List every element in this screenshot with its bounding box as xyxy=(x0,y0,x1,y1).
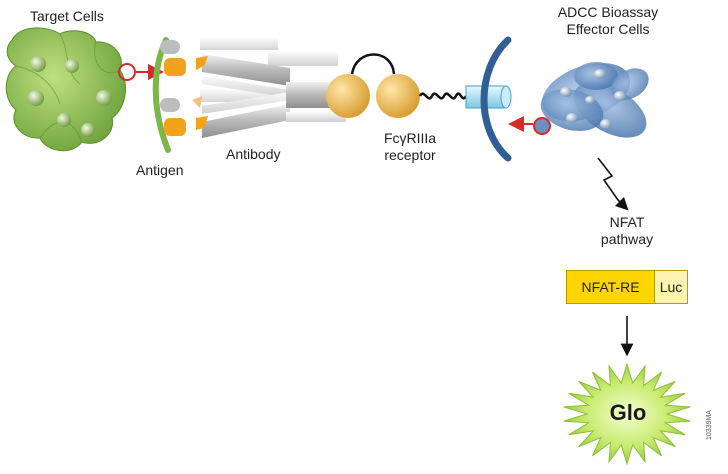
effector-label-line1: ADCC Bioassay xyxy=(557,4,659,20)
antigen-head xyxy=(164,58,186,76)
figure-code: 10339MA xyxy=(706,410,713,440)
nfat-re-segment: NFAT-RE xyxy=(567,271,655,303)
nucleus xyxy=(65,59,79,73)
glo-starburst xyxy=(563,362,691,466)
effector-nuclei xyxy=(560,69,626,129)
nucleus xyxy=(30,56,46,72)
fc-receptor-illustration xyxy=(326,53,512,118)
effector-label-line2: Effector Cells xyxy=(566,21,650,37)
antibody-illustration xyxy=(192,38,346,138)
antigen-molecules xyxy=(160,40,186,136)
glo-label: Glo xyxy=(609,400,647,425)
nucleus xyxy=(96,90,112,106)
receptor-label-line2: receptor xyxy=(384,147,436,163)
target-cell-nuclei xyxy=(28,56,112,137)
nucleus xyxy=(81,123,95,137)
receptor-domain xyxy=(376,74,420,118)
nucleus xyxy=(57,113,71,127)
antigen-head xyxy=(164,118,186,136)
receptor-label-line1: FcγRIIIa xyxy=(383,130,437,146)
receptor-domain xyxy=(326,74,370,118)
reporter-construct: NFAT-RE Luc xyxy=(566,270,688,304)
pathway-label-line1: NFAT xyxy=(609,214,645,230)
antigen-label: Antigen xyxy=(136,162,184,178)
target-zoom-circle xyxy=(118,63,136,81)
antigen-head-back xyxy=(160,40,180,54)
effector-zoom-circle xyxy=(533,117,551,135)
target-cells-illustration xyxy=(5,27,127,152)
antibody-label: Antibody xyxy=(226,146,281,162)
nucleus xyxy=(28,90,44,106)
receptor-arch xyxy=(350,53,396,75)
luc-segment: Luc xyxy=(655,271,687,303)
signal-lightning-arrow xyxy=(597,157,629,211)
antigen-head-back xyxy=(160,98,180,112)
effector-membrane xyxy=(480,36,512,162)
pathway-label: NFAT pathway xyxy=(590,214,664,248)
effector-cells-label: ADCC Bioassay Effector Cells xyxy=(548,4,668,38)
target-cells-label: Target Cells xyxy=(30,8,104,24)
receptor-label: FcγRIIIa receptor xyxy=(380,130,440,164)
receptor-linker xyxy=(418,92,468,100)
pathway-label-line2: pathway xyxy=(600,231,654,247)
